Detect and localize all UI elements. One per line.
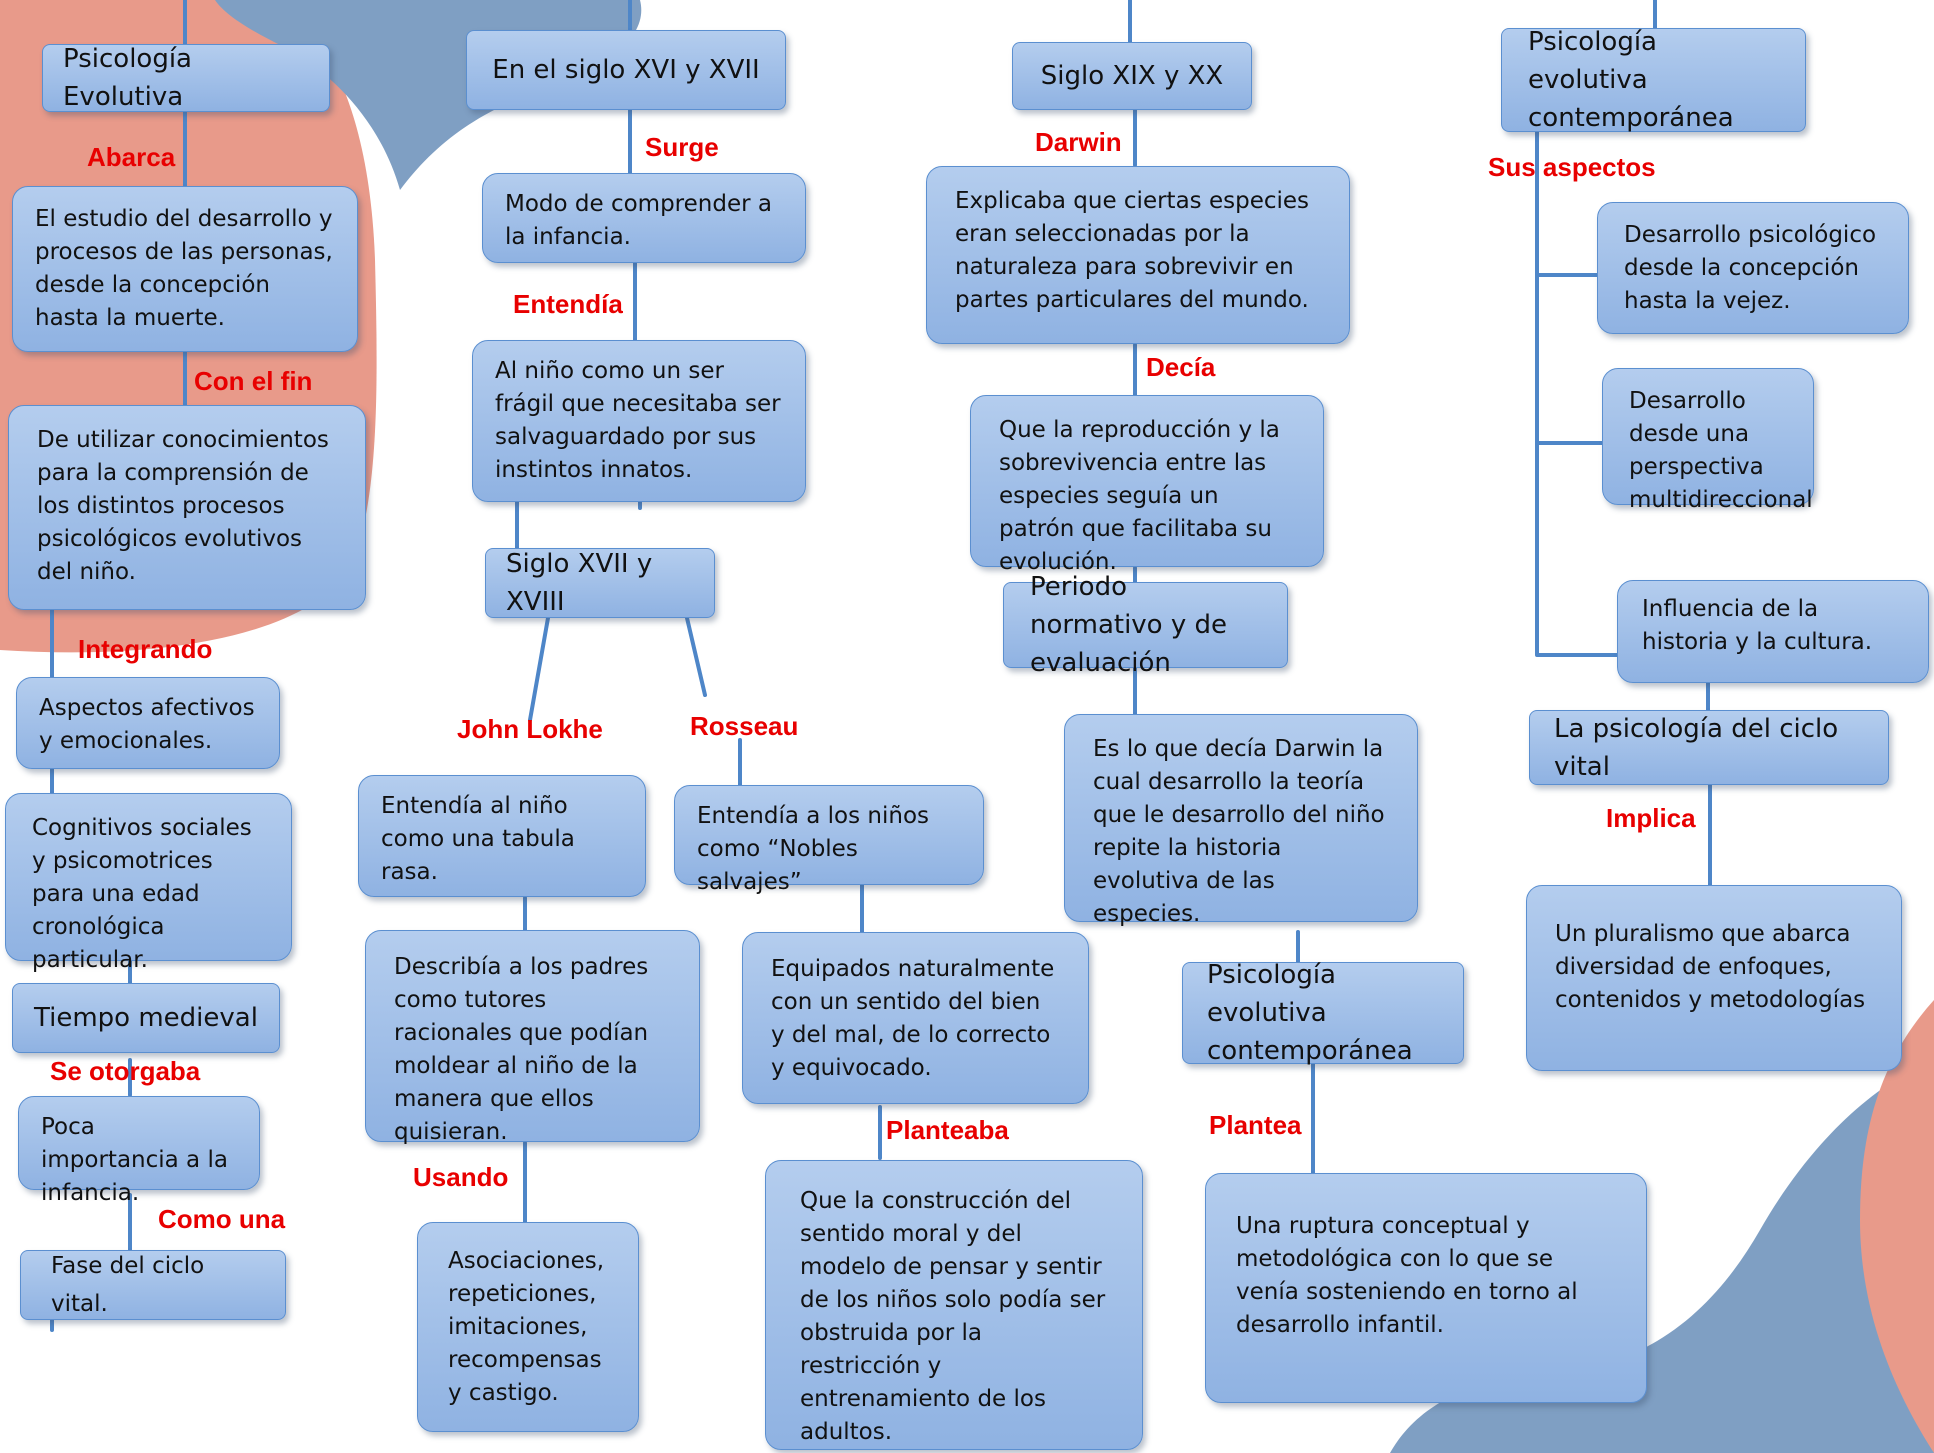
construccion-box: Que la construcción del sentido moral y … (765, 1160, 1143, 1450)
connector-line-group (50, 0, 1712, 1332)
con-el-fin-label: Con el fin (194, 366, 313, 396)
nino-fragil-box: Al niño como un ser frágil que necesitab… (472, 340, 806, 502)
fase-ciclo-vital-box: Fase del ciclo vital. (20, 1250, 286, 1320)
influencia-box: Influencia de la historia y la cultura. (1617, 580, 1929, 683)
rosseau-label: Rosseau (690, 711, 799, 741)
john-lokhe-label: John Lokhe (457, 714, 603, 744)
line-col4 (1535, 0, 1712, 887)
sus-aspectos-label: Sus aspectos (1488, 152, 1656, 182)
asociaciones-box: Asociaciones, repeticiones, imitaciones,… (417, 1222, 639, 1432)
integrando-label: Integrando (78, 634, 213, 664)
usando-label: Usando (413, 1162, 509, 1192)
contemporanea-box-col4: Psicología evolutiva contemporánea (1501, 27, 1806, 133)
utilizar-box: De utilizar conocimientos para la compre… (8, 405, 366, 610)
salmon-blob-bottom-right (1860, 1000, 1934, 1453)
desarrollo-psicologico-box: Desarrollo psicológico desde la concepci… (1597, 202, 1909, 334)
abarca-label: Abarca (87, 142, 176, 172)
ciclo-vital-box: La psicología del ciclo vital (1529, 710, 1889, 785)
modo-comprender-box: Modo de comprender a la infancia. (482, 173, 806, 263)
siglo-xvii-xviii-box: Siglo XVII y XVIII (485, 548, 715, 618)
surge-label: Surge (645, 132, 719, 162)
decia-label: Decía (1146, 352, 1216, 382)
cognitivos-box: Cognitivos sociales y psicomotrices para… (5, 793, 292, 973)
estudio-box: El estudio del desarrollo y procesos de … (12, 186, 358, 352)
como-una-label: Como una (158, 1204, 286, 1234)
pluralismo-box: Un pluralismo que abarca diversidad de e… (1526, 885, 1902, 1071)
plantea-label: Plantea (1209, 1110, 1302, 1140)
explicaba-box: Explicaba que ciertas especies eran sele… (926, 166, 1350, 344)
siglo-xvi-xvii-box: En el siglo XVI y XVII (466, 30, 786, 110)
ruptura-box: Una ruptura conceptual y metodológica co… (1205, 1173, 1647, 1403)
psicologia-evolutiva-box: Psicología Evolutiva (42, 44, 330, 112)
implica-label: Implica (1606, 803, 1696, 833)
line-col3 (1128, 0, 1315, 1175)
padres-box: Describía a los padres como tutores raci… (365, 930, 700, 1145)
blue-blob-bottom-right (1390, 1060, 1934, 1453)
periodo-normativo-box: Periodo normativo y de evaluación (1003, 572, 1288, 678)
contemporanea-box-col3: Psicología evolutiva contemporánea (1182, 960, 1464, 1066)
entendia-label: Entendía (513, 289, 623, 319)
line-col2 (515, 0, 882, 1224)
tiempo-medieval-box: Tiempo medieval (12, 983, 280, 1053)
nobles-salvajes-box: Entendía a los niños como “Nobles salvaj… (674, 785, 984, 895)
darwin-label: Darwin (1035, 127, 1122, 157)
afectivos-box: Aspectos afectivos y emocionales. (16, 677, 280, 769)
tabula-rasa-box: Entendía al niño como una tabula rasa. (358, 775, 646, 897)
siglo-xix-xx-box: Siglo XIX y XX (1012, 42, 1252, 110)
multidireccional-box: Desarrollo desde una perspectiva multidi… (1602, 368, 1814, 513)
se-otorgaba-label: Se otorgaba (50, 1056, 201, 1086)
reproduccion-box: Que la reproducción y la sobrevivencia e… (970, 395, 1324, 575)
planteaba-label: Planteaba (886, 1115, 1009, 1145)
poca-importancia-box: Poca importancia a la infancia. (18, 1096, 260, 1206)
es-lo-que-box: Es lo que decía Darwin la cual desarroll… (1064, 714, 1418, 927)
equipados-box: Equipados naturalmente con un sentido de… (742, 932, 1089, 1104)
